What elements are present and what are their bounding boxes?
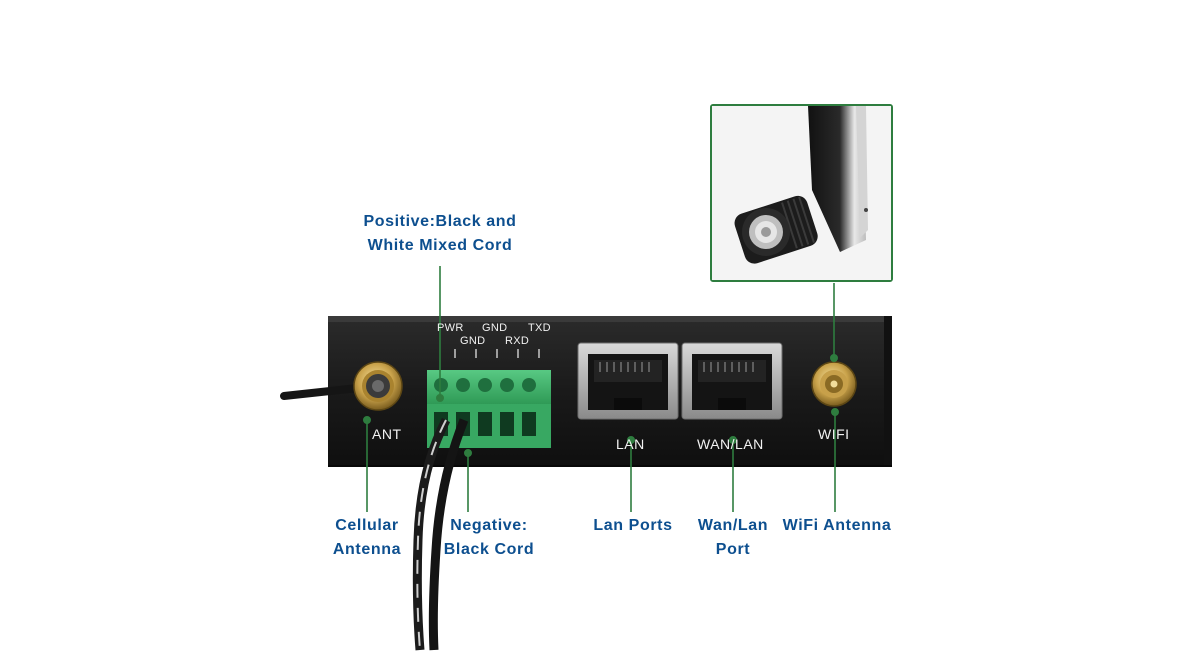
callout-negative-cord: Negative: Black Cord [434,514,544,562]
callout-lan-ports: Lan Ports [583,514,683,538]
power-cords [412,417,469,651]
callout-negative-line2: Black Cord [443,541,535,558]
callout-wan-lan-line2: Port [715,541,751,558]
callout-positive-line2: White Mixed Cord [367,237,513,254]
pin-label-pwr: PWR [437,322,464,334]
callout-wan-lan-port: Wan/Lan Port [683,514,783,562]
callout-positive-line1: Positive:Black and [363,213,517,230]
callout-wan-lan-line1: Wan/Lan [697,517,769,534]
ant-connector [353,361,403,411]
pin-label-rxd: RXD [505,335,530,347]
pin-label-gnd-bottom: GND [460,335,486,347]
pin-label-gnd-top: GND [482,322,508,334]
callout-positive-cord: Positive:Black and White Mixed Cord [350,210,530,258]
wan-lan-port [681,342,783,420]
wifi-connector [811,361,857,407]
callout-cellular-line2: Antenna [332,541,402,558]
leader-lines [362,266,839,512]
callout-lan-ports-line1: Lan Ports [593,517,673,534]
callout-negative-line1: Negative: [450,517,528,534]
wan-lan-panel-label: WAN/LAN [697,436,764,452]
wifi-panel-label: WIFI [818,426,850,442]
callout-cellular-line1: Cellular [335,517,399,534]
ant-panel-label: ANT [372,426,402,442]
callout-wifi-line1: WiFi Antenna [782,517,892,534]
antenna-inset-photo [710,104,893,282]
cellular-cable [280,384,362,400]
power-terminal-block [427,349,551,448]
lan-panel-label: LAN [616,436,645,452]
lan-port [577,342,679,420]
callout-cellular-antenna: Cellular Antenna [317,514,417,562]
pin-label-txd: TXD [528,322,551,334]
callout-wifi-antenna: WiFi Antenna [772,514,902,538]
